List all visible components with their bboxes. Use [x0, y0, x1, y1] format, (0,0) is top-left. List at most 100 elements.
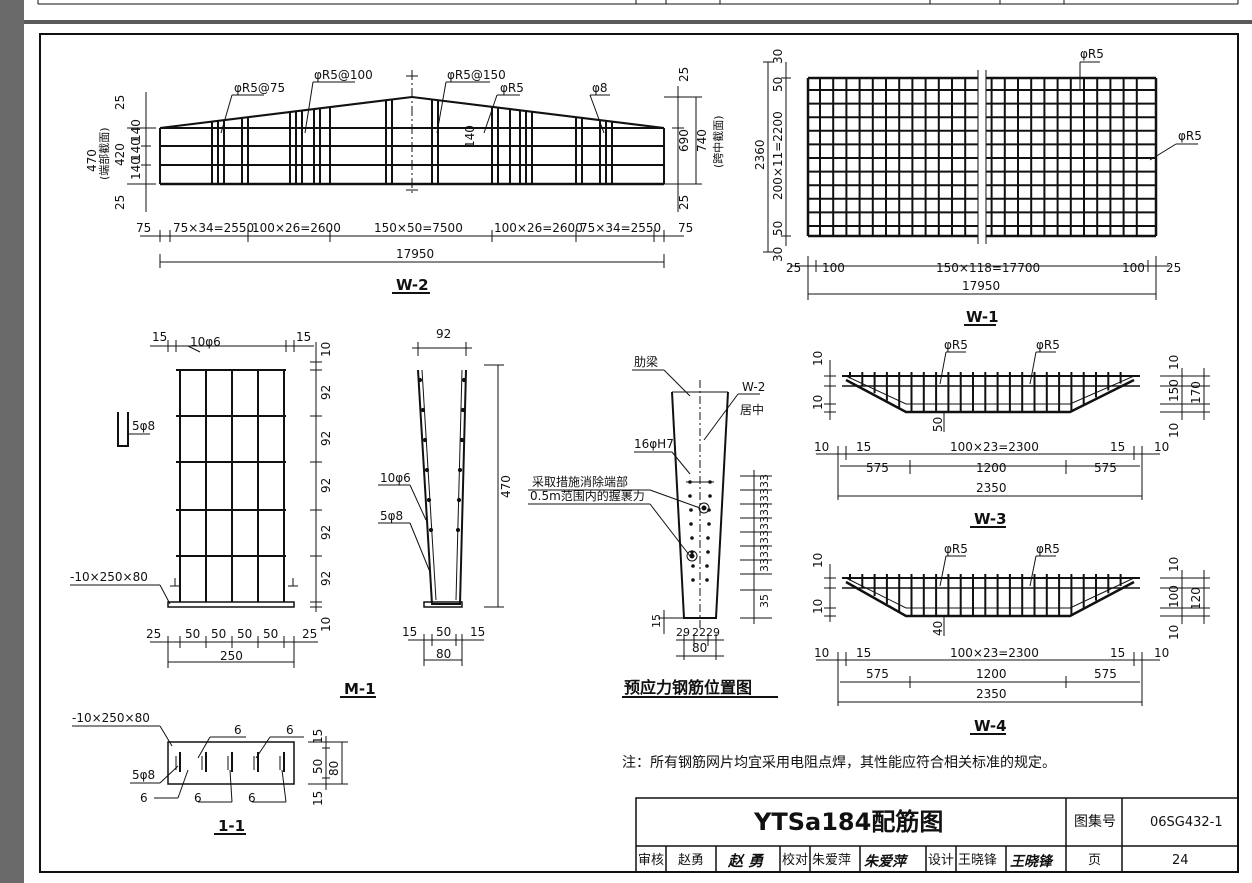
w4-right-dim: 10 — [1167, 625, 1181, 640]
prestress-right-dim: 33 — [758, 516, 771, 530]
w2-left-mid: 420 — [113, 143, 127, 166]
m1-right-dim: 92 — [319, 385, 333, 400]
m1-bottom-dim: 25 — [146, 627, 161, 641]
w2-bottom-dim: 75 — [136, 221, 151, 235]
w4-right-total: 120 — [1189, 587, 1203, 610]
review-label: 审核 — [638, 853, 664, 868]
design-label: 设计 — [928, 853, 954, 868]
review-name: 赵勇 — [678, 853, 704, 868]
m1-side-labels: 92 10φ6 5φ8 470 15 50 15 80 — [380, 327, 513, 661]
check-name: 朱爱萍 — [812, 853, 851, 868]
w2-title: W-2 — [396, 276, 429, 294]
section-plate-label: -10×250×80 — [72, 711, 150, 725]
w3-left-dim: 10 — [811, 351, 825, 366]
w2-right-dim: 25 — [677, 67, 691, 82]
m1-right-dim: 92 — [319, 571, 333, 586]
prestress-title: 预应力钢筋位置图 — [624, 678, 752, 697]
w2-bar-label: φR5 — [500, 81, 524, 95]
w2-bottom-dim: 100×26=2600 — [494, 221, 583, 235]
w2-bottom-total: 17950 — [396, 247, 434, 261]
prestress-right-dim: 33 — [758, 530, 771, 544]
prestress-right-dim: 33 — [758, 502, 771, 516]
side-bar-label: 5φ8 — [380, 509, 403, 523]
prestress-bottom-dim: 22 — [692, 626, 706, 639]
w3-right-dim: 150 — [1167, 379, 1181, 402]
w4-row2-dim: 575 — [866, 667, 889, 681]
w4-row1-dim: 100×23=2300 — [950, 646, 1039, 660]
m1-plate-label: -10×250×80 — [70, 570, 148, 584]
m1-bottom-dim: 50 — [211, 627, 226, 641]
m1-labels: 15 10φ6 15 5φ8 -10×250×80 10 92 92 92 92… — [70, 330, 376, 698]
check-signature: 朱爱萍 — [864, 853, 909, 870]
prestress-section — [528, 369, 778, 698]
w4-labels: φR5 φR5 40 10 10 10 100 10 120 10 15 100… — [811, 542, 1203, 735]
w2-right-total: 740 — [695, 129, 709, 152]
check-label: 校对 — [782, 852, 808, 868]
w2-left-dim: 25 — [113, 195, 127, 210]
w2-bottom-dim: 75×34=2550 — [173, 221, 254, 235]
page-number: 24 — [1172, 853, 1189, 868]
section-right-dim: 15 — [311, 791, 325, 806]
w3-left-dim: 10 — [811, 395, 825, 410]
weld-size: 6 — [234, 723, 242, 737]
w2-right-dim: 25 — [677, 195, 691, 210]
w4-row1-dim: 10 — [1154, 646, 1169, 660]
section-right-dim: 50 — [311, 759, 325, 774]
drawing-title: YTSa184配筋图 — [753, 808, 943, 836]
m1-right-dim: 92 — [319, 478, 333, 493]
side-bottom-total: 80 — [436, 647, 451, 661]
section-title: 1-1 — [218, 817, 245, 835]
w3-row2-dim: 575 — [866, 461, 889, 475]
w3-right-dim: 10 — [1167, 423, 1181, 438]
strand-label: 16φH7 — [634, 437, 674, 451]
w4-row1-dim: 15 — [856, 646, 871, 660]
w2-elevation — [127, 70, 702, 294]
m1-bottom-dim: 50 — [185, 627, 200, 641]
w3-right-dim: 10 — [1167, 355, 1181, 370]
w1-mesh — [763, 61, 1198, 326]
drawing-note: 注：所有钢筋网片均宜采用电阻点焊，其性能应符合相关标准的规定。 — [622, 754, 1056, 771]
m1-right-dim: 10 — [319, 342, 333, 357]
prestress-bottom-dim: 29 — [676, 626, 690, 639]
w2-bar-label: φR5@100 — [314, 68, 373, 82]
previous-page-edge — [24, 0, 1252, 20]
w2-bottom-dim: 75×34=2550 — [580, 221, 661, 235]
side-bottom-dim: 50 — [436, 625, 451, 639]
w2-bar-label: φR5@75 — [234, 81, 285, 95]
w3-row1-dim: 10 — [1154, 440, 1169, 454]
section-1-1 — [72, 725, 348, 835]
w2-left-total: 470 — [85, 149, 99, 172]
w2-left-dim: 25 — [113, 95, 127, 110]
w2-bar-label: φ8 — [592, 81, 608, 95]
note-line2: 0.5m范围内的握裹力 — [530, 488, 645, 503]
w4-total: 2350 — [976, 687, 1007, 701]
prestress-left-dim: 15 — [650, 614, 663, 628]
w3-row2-dim: 1200 — [976, 461, 1007, 475]
w3-labels: φR5 φR5 50 10 10 10 150 10 170 10 15 100… — [811, 338, 1203, 528]
w4-right-dim: 100 — [1167, 585, 1181, 608]
m1-elevation — [70, 340, 376, 698]
m1-bottom-total: 250 — [220, 649, 243, 663]
side-right-dim: 470 — [499, 475, 513, 498]
w3-mesh — [816, 351, 1210, 528]
w4-title: W-4 — [974, 717, 1007, 735]
w3-dim-50: 50 — [931, 417, 945, 432]
w4-mesh — [816, 555, 1210, 735]
m1-bottom-dim: 50 — [263, 627, 278, 641]
page-label: 页 — [1088, 853, 1101, 868]
w1-left-dim: 50 — [771, 221, 785, 236]
w2-bottom-dim: 100×26=2600 — [252, 221, 341, 235]
weld-size: 6 — [248, 791, 256, 805]
w2-ref-note: 居中 — [740, 402, 764, 417]
w4-left-dim: 10 — [811, 553, 825, 568]
w1-bottom-dim: 100 — [1122, 261, 1145, 275]
w4-left-dim: 10 — [811, 599, 825, 614]
m1-top-dim: 15 — [152, 330, 167, 344]
w4-bar-label: φR5 — [1036, 542, 1060, 556]
section-right-total: 80 — [327, 761, 341, 776]
w1-left-dim: 200×11=2200 — [771, 111, 785, 200]
w1-left-dim: 30 — [771, 49, 785, 64]
design-name: 王晓锋 — [958, 853, 997, 868]
w1-bar-label: φR5 — [1178, 129, 1202, 143]
